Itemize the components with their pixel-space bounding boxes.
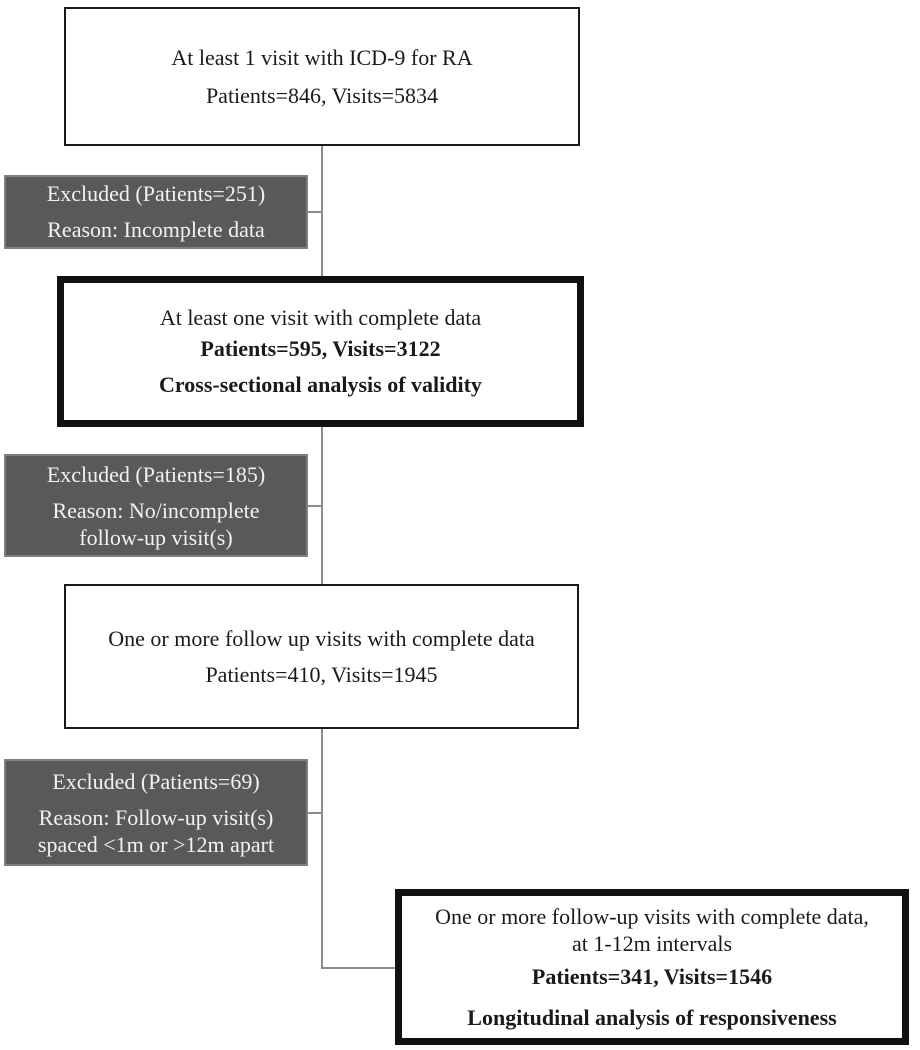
box-line: Patients=410, Visits=1945 — [205, 661, 438, 687]
inclusion-box-followup-cohort: One or more follow up visits with comple… — [64, 584, 579, 729]
connector-vertical-spine — [321, 145, 323, 969]
excluded-box-no-followup: Excluded (Patients=185) Reason: No/incom… — [4, 454, 308, 557]
box-line: Excluded (Patients=69) — [52, 768, 260, 794]
analysis-box-cross-sectional: At least one visit with complete data Pa… — [57, 276, 584, 427]
box-line: spaced <1m or >12m apart — [37, 831, 275, 857]
box-line: at 1-12m intervals — [571, 930, 733, 956]
box-line: Patients=341, Visits=1546 — [531, 963, 773, 989]
connector-stub-excluded-1 — [306, 211, 322, 213]
box-line: One or more follow-up visits with comple… — [435, 903, 869, 929]
box-line: Excluded (Patients=185) — [46, 461, 266, 487]
box-line: One or more follow up visits with comple… — [108, 625, 535, 651]
connector-stub-excluded-2 — [306, 505, 322, 507]
box-line: Patients=595, Visits=3122 — [200, 336, 441, 361]
box-line: Reason: No/incomplete — [52, 497, 260, 523]
box-line: follow-up visit(s) — [79, 524, 233, 550]
inclusion-box-initial-cohort: At least 1 visit with ICD-9 for RA Patie… — [64, 7, 580, 146]
box-line: Reason: Incomplete data — [47, 217, 265, 242]
box-line: Cross-sectional analysis of validity — [159, 372, 482, 397]
box-line: At least one visit with complete data — [159, 305, 482, 330]
connector-bottom-elbow — [321, 967, 397, 969]
box-line: Patients=846, Visits=5834 — [205, 82, 439, 108]
box-line: Longitudinal analysis of responsiveness — [467, 1004, 837, 1030]
box-line: At least 1 visit with ICD-9 for RA — [171, 44, 473, 70]
connector-stub-excluded-3 — [306, 812, 322, 814]
excluded-box-incomplete-data: Excluded (Patients=251) Reason: Incomple… — [4, 175, 308, 249]
analysis-box-longitudinal: One or more follow-up visits with comple… — [395, 889, 909, 1045]
box-line: Reason: Follow-up visit(s) — [38, 804, 274, 830]
box-line: Excluded (Patients=251) — [46, 181, 266, 206]
excluded-box-visit-spacing: Excluded (Patients=69) Reason: Follow-up… — [4, 759, 308, 866]
